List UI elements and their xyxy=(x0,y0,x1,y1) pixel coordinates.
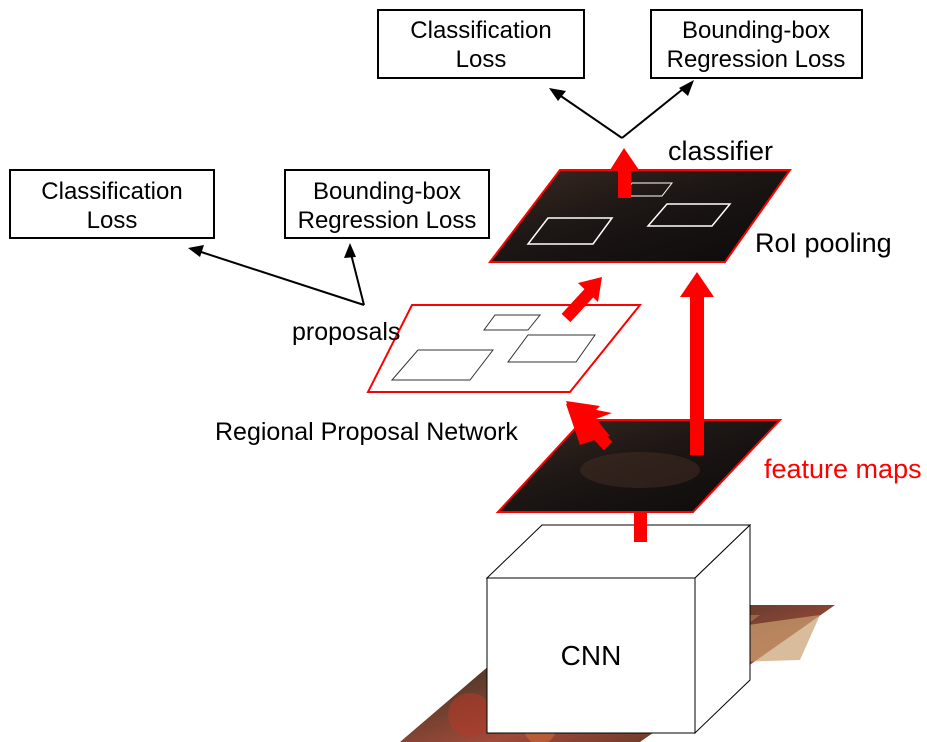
proposals-label: proposals xyxy=(292,318,400,346)
arrow-rpn-to-roi xyxy=(561,277,602,323)
rpn-plane xyxy=(366,304,643,393)
classifier-branch-arrows xyxy=(554,84,689,139)
arrow-roi-to-classifier xyxy=(610,148,639,198)
roi-pooling-plane xyxy=(487,169,792,263)
top-bbox-line2: Regression Loss xyxy=(667,46,846,73)
classifier-arrowheads xyxy=(549,80,694,101)
classifier-label: classifier xyxy=(668,136,773,166)
arrow-feature-maps-to-rpn xyxy=(566,401,613,451)
rpn-label: Regional Proposal Network xyxy=(215,418,518,446)
roi-box-right xyxy=(646,203,732,227)
rpn-branch-arrows xyxy=(194,249,365,306)
top-bbox-regression-loss-box: Bounding-box Regression Loss xyxy=(650,9,863,79)
roi-pooling-label: RoI pooling xyxy=(755,228,892,258)
rpn-bbox-line2: Regression Loss xyxy=(298,207,477,234)
cnn-block: CNN xyxy=(485,523,752,735)
proposal-box-small xyxy=(483,314,542,331)
rpn-classification-loss-box: Classification Loss xyxy=(9,169,215,239)
rpn-cls-line2: Loss xyxy=(87,207,138,234)
rpn-arrowheads xyxy=(188,243,356,258)
proposal-box-left xyxy=(390,349,495,381)
arrow-feature-maps-to-roi xyxy=(680,272,714,455)
rpn-bbox-line1: Bounding-box xyxy=(313,178,461,205)
cnn-label: CNN xyxy=(561,640,622,671)
top-cls-line1: Classification xyxy=(410,17,551,44)
top-classification-loss-box: Classification Loss xyxy=(377,9,585,79)
top-cls-line2: Loss xyxy=(456,46,507,73)
top-bbox-line1: Bounding-box xyxy=(682,17,830,44)
rpn-bbox-regression-loss-box: Bounding-box Regression Loss xyxy=(284,169,490,239)
feature-maps-plane xyxy=(495,419,783,513)
rpn-cls-line1: Classification xyxy=(41,178,182,205)
proposal-box-right xyxy=(507,334,596,363)
roi-box-left xyxy=(526,217,614,245)
feature-maps-label: feature maps xyxy=(764,454,922,484)
